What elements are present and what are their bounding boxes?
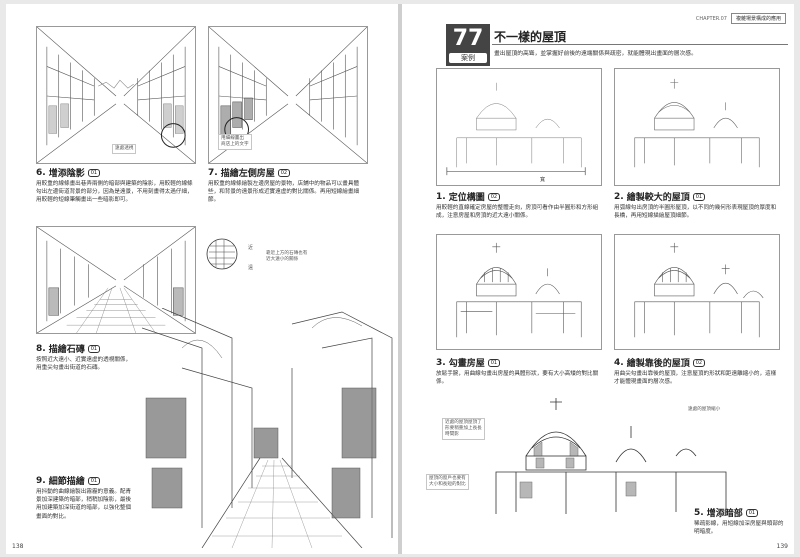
stone-perspective-diagram xyxy=(204,234,244,274)
step-9-heading: 細節描繪 xyxy=(48,477,85,487)
right-step-3-number: 3. xyxy=(436,357,446,368)
step-8-badge: 01 xyxy=(87,344,101,353)
step-8-number: 8. xyxy=(36,343,46,354)
right-step-5-title: 5. 增添暗部 01 xyxy=(694,506,759,519)
right-step-5-text: 稀疏影線，用短線加深房屋與頭部的明暗度。 xyxy=(694,521,784,536)
right-step-4-number: 4. xyxy=(614,357,624,368)
chapter-label: CHAPTER.07 xyxy=(695,15,727,22)
right-step-2-heading: 繪製較大的屋頂 xyxy=(626,193,690,203)
right-step-3-title: 3. 勾畫房屋 01 xyxy=(436,356,501,369)
callout-window-note: 屋頂的窗戶也要有 大小和長短的對比 xyxy=(426,474,469,490)
callout-tower-note: 近處的屋頂屋頂了 形要稍重加上長長 時間影 xyxy=(442,418,485,440)
lesson-divider xyxy=(492,44,788,45)
step-7-number: 7. xyxy=(208,167,218,178)
left-page: 遠處透視 用細線畫出 商店上的文字 6. 增添陰影 01 用較重的線條畫出巷弄兩… xyxy=(6,4,398,554)
callout-stone-near: 近 xyxy=(248,245,254,251)
lesson-description: 畫出屋頂的高聳，並掌握好前後的遠端關係與疏密，就能體現出畫面的層次感。 xyxy=(494,51,697,57)
street-sketch-step6 xyxy=(36,26,196,164)
right-step-3-badge: 01 xyxy=(487,358,501,367)
right-step-5-number: 5. xyxy=(694,507,704,518)
step-8-title: 8. 描繪石磚 01 xyxy=(36,342,101,355)
callout-stone-note: 靠近上方的石磚也有 近大遠小的關係 xyxy=(264,250,310,264)
step-7-heading: 描繪左側房屋 xyxy=(220,169,275,179)
step-6-heading: 增添陰影 xyxy=(48,169,85,179)
right-page-number: 139 xyxy=(776,543,788,550)
right-step-4-badge: 02 xyxy=(692,358,706,367)
right-step-2-title: 2. 繪製較大的屋頂 01 xyxy=(614,190,706,203)
step-8-heading: 描繪石磚 xyxy=(48,345,85,355)
step-7-text: 用較重的線條繪製左邊房屋的景物，店鋪中的物品可以畫具體些，和背景的遠景形成近實遠… xyxy=(208,181,360,204)
right-step-4-title: 4. 繪製靠後的屋頂 02 xyxy=(614,356,706,369)
callout-roof-note: 遠處的屋頂縮小 xyxy=(686,406,723,414)
right-step-3-text: 放鬆手腕，用曲線勾畫出房屋的具體形狀，要有大小高矮的對比關係。 xyxy=(436,371,599,386)
lesson-badge: 77 案例 xyxy=(446,24,490,66)
right-step-1-number: 1. xyxy=(436,191,446,202)
roof-sketch-step3 xyxy=(436,234,602,350)
roof-sketch-step4 xyxy=(614,234,780,350)
right-step-5-badge: 01 xyxy=(745,508,759,517)
right-step-2-badge: 01 xyxy=(692,192,706,201)
callout-sign-text: 用細線畫出 商店上的文字 xyxy=(218,134,252,150)
lesson-number: 77 xyxy=(452,26,484,51)
chapter-header: CHAPTER.07 複雜場景構成的應用 xyxy=(696,13,786,24)
step-8-text: 按照近大遠小、近實遠虛的透視關係，用重尖勾畫出街道的石磚。 xyxy=(36,357,132,372)
step-6-title: 6. 增添陰影 01 xyxy=(36,166,101,179)
roof-sketch-step1 xyxy=(436,68,602,186)
step-6-number: 6. xyxy=(36,167,46,178)
step-6-badge: 01 xyxy=(87,168,101,177)
lesson-label: 案例 xyxy=(449,53,487,63)
right-step-1-text: 用較輕的直線確定房屋的整體走向，房頂可看作由半圓形和方形組成，注意房屋和房頂的近… xyxy=(436,205,599,220)
final-street-sketch xyxy=(141,307,394,549)
step-7-title: 7. 描繪左側房屋 02 xyxy=(208,166,291,179)
right-step-1-badge: 02 xyxy=(487,192,501,201)
roof-sketch-step2 xyxy=(614,68,780,186)
right-step-2-number: 2. xyxy=(614,191,624,202)
right-step-1-title: 1. 定位構圖 02 xyxy=(436,190,501,203)
right-step-4-text: 用曲尖勾畫出靠後的屋頂，注意屋頂的形狀和距遠離縮小的，這樣才能體現畫面的層次感。 xyxy=(614,371,777,386)
step-7-badge: 02 xyxy=(277,168,291,177)
step-9-title: 9. 細節描繪 01 xyxy=(36,474,101,487)
callout-wide: 寬 xyxy=(540,177,546,183)
book-spine xyxy=(398,4,402,554)
callout-vanishing: 遠處透視 xyxy=(112,144,137,154)
street-sketch-step8 xyxy=(36,226,196,334)
chapter-title: 複雜場景構成的應用 xyxy=(730,13,786,24)
step-9-number: 9. xyxy=(36,475,46,486)
right-step-1-heading: 定位構圖 xyxy=(448,193,485,203)
step-9-text: 用抖動的曲線繪製出霧霾的意義。配青景加深建築的暗部，稍稍加陰影，最後用加建築加深… xyxy=(36,489,132,520)
right-page: CHAPTER.07 複雜場景構成的應用 77 案例 不一樣的屋頂 畫出屋頂的高… xyxy=(402,4,794,554)
right-step-5-heading: 增添暗部 xyxy=(706,509,743,519)
callout-stone-far: 遠 xyxy=(248,265,254,271)
left-page-number: 138 xyxy=(12,543,24,550)
step-9-badge: 01 xyxy=(87,476,101,485)
step-6-text: 用較重的線條畫出巷弄兩側的暗部與建築的陰影，用較輕的線條勾出左邊街道背景的部分，… xyxy=(36,181,193,204)
lesson-title: 不一樣的屋頂 xyxy=(494,30,567,44)
final-roof-sketch xyxy=(486,396,786,516)
right-step-4-heading: 繪製靠後的屋頂 xyxy=(626,359,690,369)
right-step-2-text: 用弧線勾出房頂的半圓形屋頂，以不同的幾何形表現屋頂的厚度和長橋，再用短線描繪屋頂… xyxy=(614,205,777,220)
right-step-3-heading: 勾畫房屋 xyxy=(448,359,485,369)
